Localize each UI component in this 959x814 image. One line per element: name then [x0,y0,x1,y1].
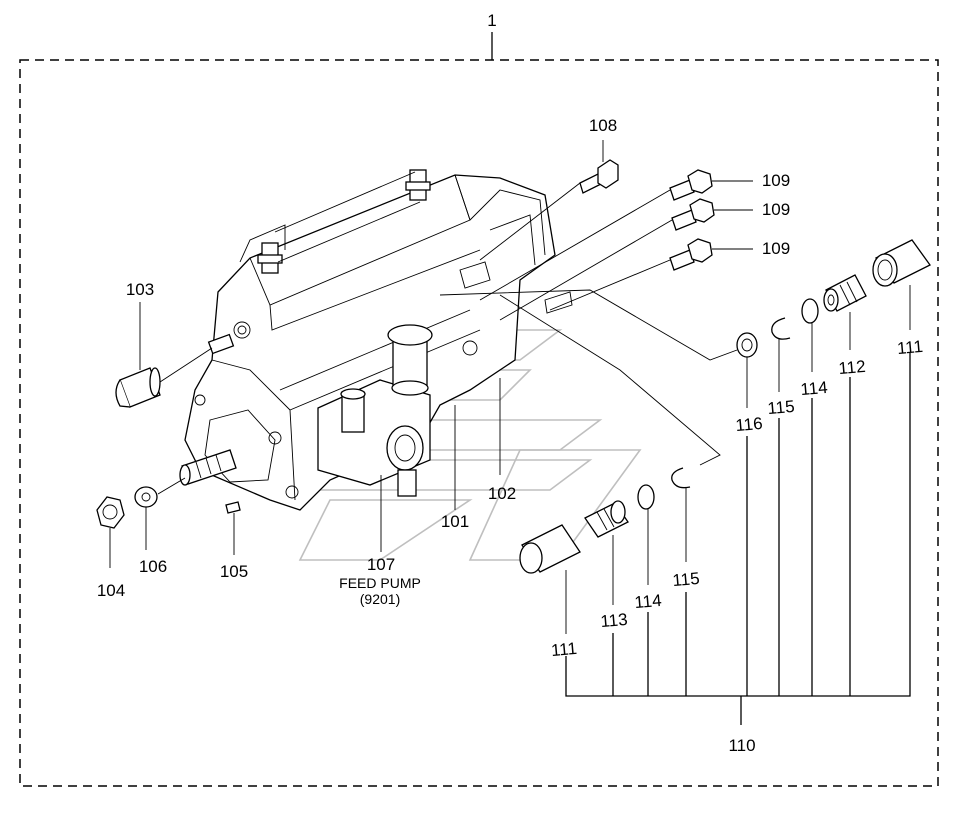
part-109-bolt-a [669,169,713,201]
label-114-upper: 114 [800,378,829,399]
part-108-bolt [579,159,619,194]
part-115-clip-upper [771,317,791,340]
drive-shaft [179,449,237,486]
label-109-c: 109 [762,239,790,258]
part-114-oring-upper [801,298,819,324]
assembly-frame [19,59,939,787]
part-114-oring-lower [637,484,655,510]
part-104-nut [96,496,125,529]
part-109-bolt-b [671,198,715,231]
label-115-upper: 115 [767,397,796,418]
label-109-b: 109 [762,200,790,219]
label-111-lower: 111 [550,639,577,660]
label-1: 1 [487,11,496,30]
label-114-lower: 114 [634,591,663,612]
leader-lines [109,140,911,634]
label-115-lower: 115 [672,569,701,590]
part-111-cap-upper [872,239,931,287]
caption-feed-pump: FEED PUMP [339,575,421,591]
part-112-valve [823,274,867,312]
label-106: 106 [139,557,167,576]
part-103-boot [115,333,235,408]
feed-pump [317,324,433,497]
label-101: 101 [441,512,469,531]
part-109-bolt-c [669,238,713,271]
part-115-clip-lower [671,467,691,489]
kit-110-bracket [565,352,911,725]
label-103: 103 [126,280,154,299]
label-109-a: 109 [762,171,790,190]
label-102: 102 [488,484,516,503]
part-116-washer [736,332,758,358]
label-113: 113 [600,610,629,631]
label-110: 110 [728,736,755,755]
label-105: 105 [220,562,248,581]
label-111-upper: 111 [896,337,923,358]
label-116: 116 [735,414,764,435]
part-106-washer [134,486,158,508]
part-105-key [225,501,241,514]
label-108: 108 [589,116,617,135]
part-111-cap-lower [519,524,581,574]
part-113-valve [584,500,629,538]
label-104: 104 [97,581,125,600]
injection-pump-body [184,169,573,511]
label-107: 107 [367,555,395,574]
caption-feed-pump-code: (9201) [360,591,400,607]
label-112: 112 [838,357,867,378]
